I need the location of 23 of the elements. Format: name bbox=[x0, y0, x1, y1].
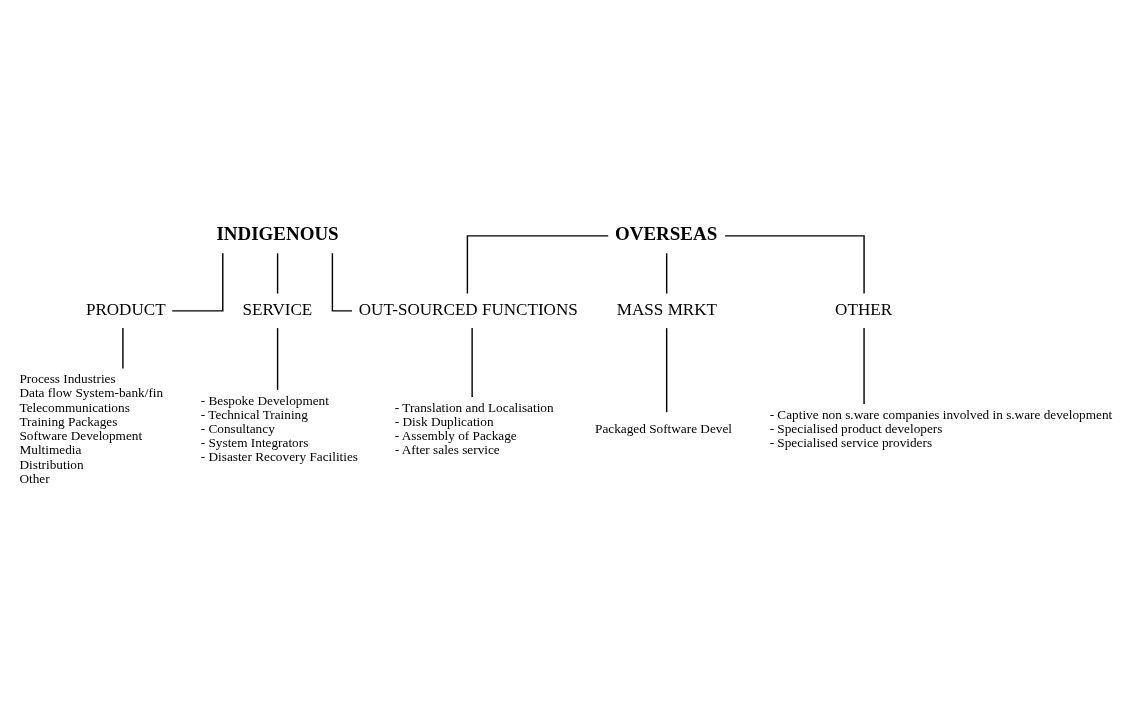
connector bbox=[863, 327, 865, 405]
connector bbox=[331, 252, 353, 312]
node-text: - Translation and Localisation - Disk Duplication - Assembly of Package - After sales service bbox=[394, 399, 554, 458]
node-text: OUT-SOURCED FUNCTIONS bbox=[358, 300, 578, 320]
connector bbox=[276, 327, 279, 391]
node-text: OVERSEAS bbox=[614, 222, 718, 244]
node-text: PRODUCT bbox=[85, 300, 166, 320]
node-text: SERVICE bbox=[242, 300, 313, 320]
node-text: - Bespoke Development - Technical Training - Consultancy - System Integrators - Disaster Recovery Facilities bbox=[200, 392, 359, 465]
connector bbox=[665, 327, 668, 413]
connector bbox=[171, 252, 224, 312]
node-text: - Captive non s.ware companies involved in s.ware development - Specialised product developers - Specialised service providers bbox=[769, 406, 1113, 451]
node-text: INDIGENOUS bbox=[216, 222, 339, 244]
node-text: OTHER bbox=[835, 300, 893, 320]
node-text: MASS MRKT bbox=[616, 300, 717, 320]
connector bbox=[471, 327, 473, 398]
connector bbox=[665, 252, 668, 295]
connector bbox=[276, 252, 279, 295]
connector bbox=[724, 235, 865, 295]
connector bbox=[122, 327, 124, 370]
node-text: Packaged Software Devel bbox=[595, 420, 733, 436]
node-text: Process Industries Data flow System-bank/fin Telecommunications Training Packages Software Development Multimedia Distribution Other bbox=[19, 371, 164, 486]
connector bbox=[466, 235, 609, 295]
